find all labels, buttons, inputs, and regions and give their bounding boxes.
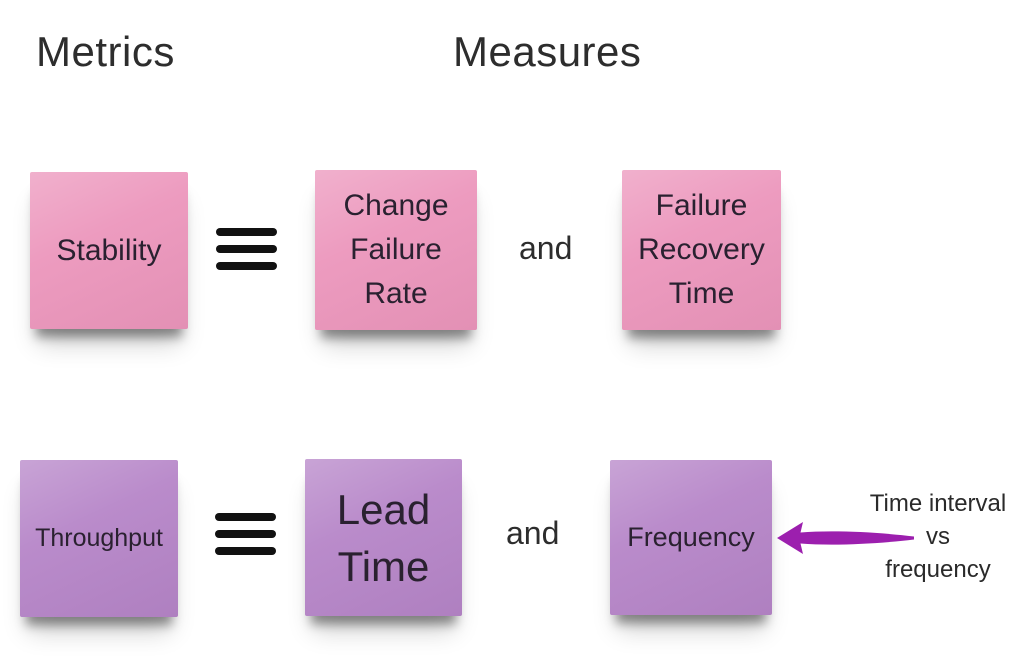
note-text: Stability: [56, 233, 162, 267]
sticky-note-frequency[interactable]: Frequency: [610, 460, 772, 615]
sticky-note-failure-recovery-time[interactable]: Failure Recovery Time: [622, 170, 781, 330]
equivalence-icon: [216, 228, 277, 270]
measures-heading: Measures: [453, 28, 642, 75]
note-text: Frequency: [627, 522, 755, 552]
and-label: and: [519, 230, 573, 266]
note-text: Failure Recovery Time: [638, 189, 765, 310]
sticky-note-throughput[interactable]: Throughput: [20, 460, 178, 617]
sticky-note-stability[interactable]: Stability: [30, 172, 188, 329]
left-arrow-icon: [777, 518, 915, 558]
sticky-note-change-failure-rate[interactable]: Change Failure Rate: [315, 170, 477, 330]
sticky-note-lead-time[interactable]: Lead Time: [305, 459, 462, 616]
metrics-heading: Metrics: [36, 28, 175, 75]
and-label: and: [506, 515, 560, 551]
note-text: Throughput: [35, 524, 163, 552]
annotation-text: Time interval vs frequency: [869, 490, 1007, 583]
note-text: Lead Time: [336, 485, 431, 590]
note-text: Change Failure Rate: [343, 189, 449, 310]
equivalence-icon: [215, 513, 276, 555]
